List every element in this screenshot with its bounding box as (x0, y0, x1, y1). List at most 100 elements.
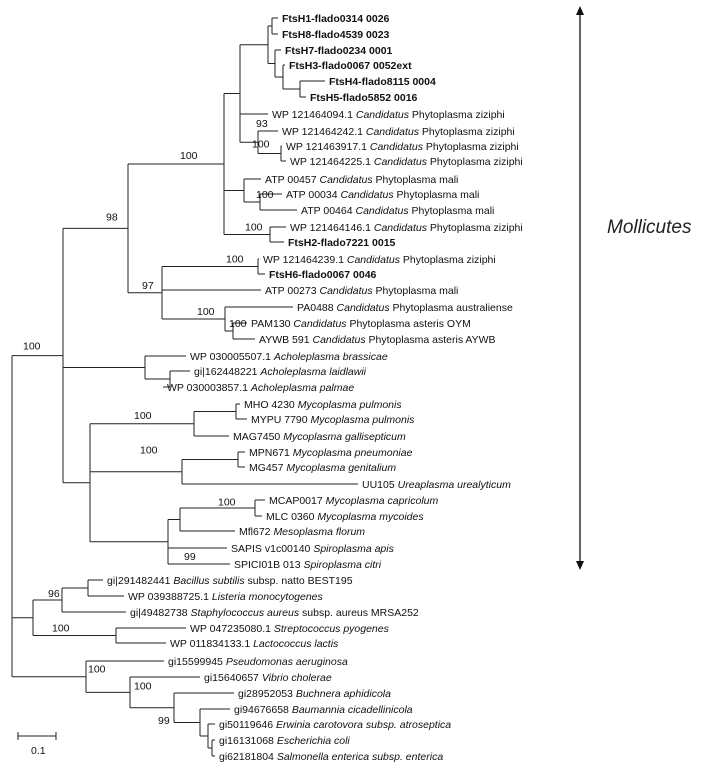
leaf-label-species: Mycoplasma capricolum (326, 495, 439, 507)
leaf-label: FtsH1-flado0314 0026 (282, 13, 390, 25)
leaf-label-accession: gi62181804 (219, 751, 277, 763)
leaf-label-accession: gi15640657 (204, 672, 262, 684)
leaf-label-accession: WP 121464242.1 (282, 126, 366, 138)
leaf-label: Mfl672 Mesoplasma florum (239, 526, 365, 538)
leaf-label: UU105 Ureaplasma urealyticum (362, 479, 511, 491)
leaf-label-species: Bacillus subtilis (173, 575, 245, 587)
leaf-label-accession: WP 030005507.1 (190, 351, 274, 363)
leaf-label: WP 047235080.1 Streptococcus pyogenes (190, 623, 390, 635)
leaf-label-accession: MPN671 (249, 447, 293, 459)
leaf-label-accession: FtsH6-flado0067 0046 (269, 269, 377, 281)
leaf-label-species: Candidatus (355, 205, 409, 217)
leaf-label-species: Candidatus (356, 109, 410, 121)
leaf-label-accession: MHO 4230 (244, 399, 298, 411)
leaf-label: ATP 00034 Candidatus Phytoplasma mali (286, 189, 479, 201)
leaf-label: gi94676658 Baumannia cicadellinicola (234, 704, 413, 716)
leaf-label: WP 121464146.1 Candidatus Phytoplasma zi… (290, 222, 523, 234)
leaf-label-accession: gi|162448221 (194, 366, 260, 378)
bootstrap-value: 100 (256, 189, 274, 201)
bootstrap-value: 100 (52, 623, 70, 635)
leaf-label: WP 030003857.1 Acholeplasma palmae (167, 382, 354, 394)
leaf-label-accession: FtsH4-flado8115 0004 (329, 76, 436, 88)
leaf-label: FtsH2-flado7221 0015 (288, 237, 396, 249)
bootstrap-value: 99 (158, 715, 170, 727)
leaf-label-species: Candidatus (293, 318, 347, 330)
leaf-label-species: Buchnera aphidicola (296, 688, 391, 700)
leaf-label-accession: WP 047235080.1 (190, 623, 274, 635)
leaf-label-accession: WP 121464225.1 (290, 156, 374, 168)
leaf-label: PA0488 Candidatus Phytoplasma australien… (297, 302, 513, 314)
leaf-label: gi|291482441 Bacillus subtilis subsp. na… (107, 575, 353, 587)
leaf-label: gi50119646 Erwinia carotovora subsp. atr… (219, 719, 451, 731)
bootstrap-value: 100 (134, 410, 152, 422)
bootstrap-value: 98 (106, 211, 118, 223)
leaf-label-accession: WP 121464239.1 (263, 254, 347, 266)
leaf-label-species: Candidatus (319, 174, 373, 186)
leaf-label: AYWB 591 Candidatus Phytoplasma asteris … (259, 334, 496, 346)
leaf-label-accession: WP 030003857.1 (167, 382, 251, 394)
bootstrap-value: 100 (218, 497, 236, 509)
leaf-label-species: Mycoplasma pulmonis (311, 414, 416, 426)
leaf-label-species: Baumannia cicadellinicola (292, 704, 413, 716)
leaf-label: FtsH6-flado0067 0046 (269, 269, 377, 281)
leaf-label-species: Mycoplasma pneumoniae (293, 447, 413, 459)
leaf-label-accession: gi50119646 (219, 719, 276, 731)
leaf-label-accession: Phytoplasma mali (373, 285, 459, 297)
leaf-label: FtsH3-flado0067 0052ext (289, 60, 412, 72)
leaf-label-accession: Phytoplasma australiense (390, 302, 513, 314)
leaf-label-accession: ATP 00273 (265, 285, 319, 297)
bootstrap-value: 99 (184, 551, 196, 563)
bootstrap-value: 97 (142, 280, 154, 292)
leaf-label: MLC 0360 Mycoplasma mycoides (266, 511, 424, 523)
leaf-label-accession: FtsH8-flado4539 0023 (282, 29, 390, 41)
leaf-label: gi62181804 Salmonella enterica subsp. en… (219, 751, 443, 763)
leaf-label-accession: WP 121463917.1 (286, 141, 370, 153)
leaf-label-accession: Phytoplasma ziziphi (427, 222, 523, 234)
bootstrap-value: 96 (48, 588, 60, 600)
leaf-label-species: Mesoplasma florum (273, 526, 365, 538)
leaf-label: WP 039388725.1 Listeria monocytogenes (128, 591, 324, 603)
leaf-label-accession: FtsH2-flado7221 0015 (288, 237, 396, 249)
leaf-label-species: Ureaplasma urealyticum (398, 479, 511, 491)
leaf-label: FtsH4-flado8115 0004 (329, 76, 436, 88)
leaf-label: ATP 00273 Candidatus Phytoplasma mali (265, 285, 458, 297)
leaf-label: MHO 4230 Mycoplasma pulmonis (244, 399, 402, 411)
leaf-label-accession: gi|49482738 (130, 607, 191, 619)
leaf-label-accession: Phytoplasma mali (409, 205, 495, 217)
leaf-label-accession: AYWB 591 (259, 334, 313, 346)
scale-label: 0.1 (31, 745, 46, 757)
leaf-label-accession: SPICI01B 013 (234, 559, 303, 571)
leaf-label: MG457 Mycoplasma genitalium (249, 462, 396, 474)
bootstrap-value: 100 (180, 150, 198, 162)
leaf-label-species: Acholeplasma brassicae (273, 351, 388, 363)
leaf-label-species: Erwinia carotovora subsp. atroseptica (276, 719, 451, 731)
leaf-label-species: Staphylococcus aureus (191, 607, 300, 619)
leaf-label: FtsH5-flado5852 0016 (310, 92, 418, 104)
leaf-label-accession: MAG7450 (233, 431, 283, 443)
bootstrap-value: 100 (88, 664, 106, 676)
leaf-label-accession: MCAP0017 (269, 495, 326, 507)
leaf-label-species: Pseudomonas aeruginosa (226, 656, 348, 668)
leaf-label-accession: FtsH1-flado0314 0026 (282, 13, 390, 25)
leaf-label-accession: Phytoplasma mali (394, 189, 480, 201)
leaf-label-species: Escherichia coli (277, 735, 351, 747)
leaf-label-accession: SAPIS v1c00140 (231, 543, 313, 555)
leaf-label-species: Candidatus (347, 254, 401, 266)
leaf-label: WP 121464094.1 Candidatus Phytoplasma zi… (272, 109, 505, 121)
leaf-label-accession: Phytoplasma ziziphi (427, 156, 523, 168)
leaf-label-accession: PA0488 (297, 302, 337, 314)
leaf-label-species: Spiroplasma apis (313, 543, 394, 555)
leaf-label-species: Candidatus (340, 189, 394, 201)
leaf-label-accession: Mfl672 (239, 526, 273, 538)
leaf-label-species: Mycoplasma genitalium (286, 462, 396, 474)
leaf-label: WP 030005507.1 Acholeplasma brassicae (190, 351, 388, 363)
leaf-label-species: Candidatus (366, 126, 420, 138)
leaf-label-accession: gi28952053 (238, 688, 296, 700)
leaf-label: MYPU 7790 Mycoplasma pulmonis (251, 414, 415, 426)
leaf-label-species: Spiroplasma citri (303, 559, 381, 571)
leaf-label-accession: gi|291482441 (107, 575, 173, 587)
leaf-label-accession: FtsH3-flado0067 0052ext (289, 60, 412, 72)
bootstrap-value: 100 (197, 306, 215, 318)
